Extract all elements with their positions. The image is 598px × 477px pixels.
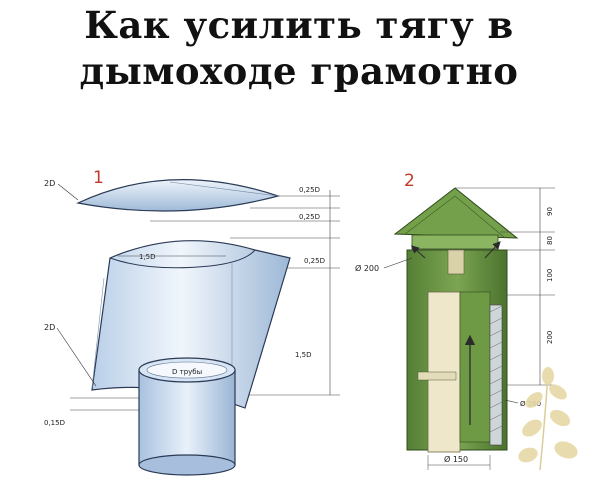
label-diam-150: Ø 150 — [444, 454, 468, 464]
label-gap-2: 0,25D — [299, 213, 320, 221]
label-shell-width: 2D — [44, 323, 55, 332]
figure-2: 2 — [355, 171, 555, 470]
label-pipe: D трубы — [172, 368, 202, 376]
label-shell-top: 1,5D — [139, 253, 156, 261]
label-dim-80: 80 — [546, 236, 554, 245]
pipe — [138, 357, 236, 476]
figure-1: 1 2D 0,25D 0,25D 0,25D 1,5D 1,5D 2D — [44, 168, 340, 476]
figure-1-number: 1 — [93, 168, 104, 188]
cap-cone — [393, 187, 519, 239]
label-gap-1: 0,25D — [299, 186, 320, 194]
insulation-hatch — [489, 305, 503, 433]
label-cap-width: 2D — [44, 179, 55, 188]
leaf-sprig-icon — [518, 367, 578, 471]
label-dim-200: 200 — [546, 331, 554, 344]
title-line-2: дымоходе грамотно — [79, 49, 519, 93]
figure-2-number: 2 — [404, 171, 415, 191]
label-dim-100: 100 — [546, 269, 554, 282]
page-title: Как усилить тягу в дымоходе грамотно — [0, 2, 598, 94]
cap-disc — [76, 179, 281, 212]
label-gap-3: 0,25D — [304, 257, 325, 265]
label-diam-200: Ø 200 — [355, 263, 379, 273]
label-dim-90: 90 — [546, 207, 554, 216]
label-shell-height: 1,5D — [295, 351, 312, 359]
title-line-1: Как усилить тягу в — [84, 3, 514, 47]
label-bottom-gap: 0,15D — [44, 419, 65, 427]
insulation-strip — [489, 304, 503, 446]
